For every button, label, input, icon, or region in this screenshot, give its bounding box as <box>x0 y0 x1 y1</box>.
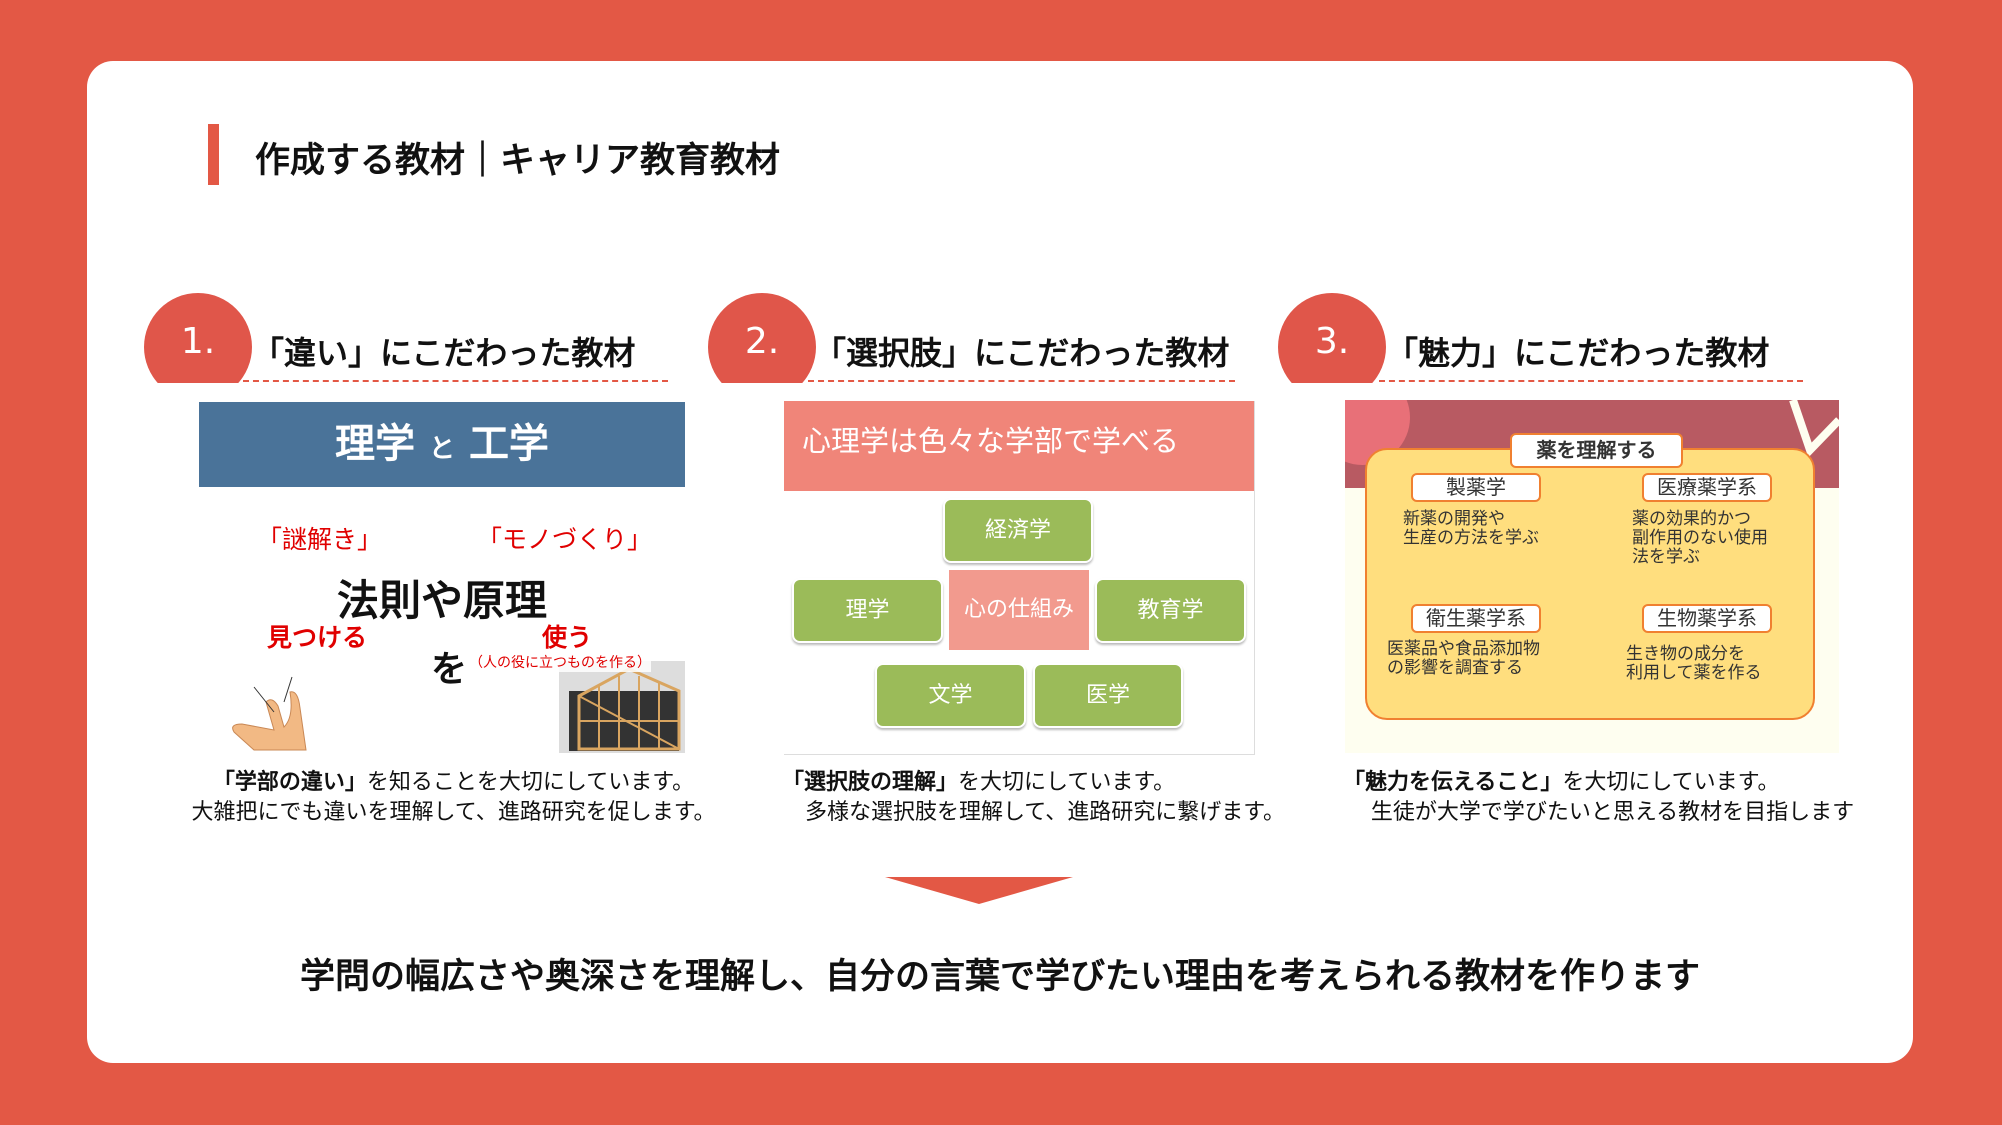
note: （人の役に立つものを作る） <box>469 654 651 672</box>
banner-and: と <box>428 434 455 464</box>
label-pharmaceutics: 製薬学 <box>1411 473 1541 502</box>
banner-engineering: 工学 <box>468 421 549 467</box>
caption-line2: 多様な選択肢を理解して、進路研究に繋げます。 <box>804 800 1286 825</box>
section-1-number-badge: 1. <box>144 293 252 383</box>
psychology-faculties-image: 心理学は色々な学部で学べる 経済学 理学 心の仕組み 教育学 文学 医学 <box>784 401 1255 755</box>
faculty-medicine: 医学 <box>1033 663 1183 728</box>
decor-lines <box>1789 400 1839 458</box>
tag-making: 「モノづくり」 <box>477 525 653 554</box>
desc-hygiene: 医薬品や食品添加物 の影響を調査する <box>1387 639 1540 678</box>
divider <box>808 380 1235 382</box>
banner-science: 理学 <box>335 421 416 467</box>
section-3-heading: 「魅力」にこだわった教材 <box>1386 334 1770 372</box>
science-vs-engineering-image: 理学 と 工学 「謎解き」 「モノづくり」 法則や原理 見つける 使う を （人… <box>199 402 685 753</box>
caption-text: を知ることを大切にしています。 <box>366 770 695 795</box>
section-3-caption: 「魅力を伝えること」を大切にしています。 生徒が大学で学びたいと思える教材を目指… <box>1335 768 1890 828</box>
verb-use: 使う <box>542 623 593 652</box>
section-2-number-badge: 2. <box>708 293 816 383</box>
desc-clinical: 薬の効果的かつ 副作用のない使用 法を学ぶ <box>1632 509 1768 567</box>
faculty-economics: 経済学 <box>943 498 1093 563</box>
divider <box>243 380 668 382</box>
section-number: 3. <box>1314 321 1350 362</box>
down-arrow-icon <box>885 877 1073 904</box>
section-number: 2. <box>744 321 780 362</box>
faculty-literature: 文学 <box>875 663 1026 728</box>
desc-biological: 生き物の成分を 利用して薬を作る <box>1626 644 1762 683</box>
section-3-number-badge: 3. <box>1278 293 1386 383</box>
label-biological: 生物薬学系 <box>1642 604 1772 633</box>
pharmacy-image: 薬を理解する 製薬学 医療薬学系 衛生薬学系 生物薬学系 新薬の開発や 生産の方… <box>1345 400 1839 753</box>
title-accent-bar <box>208 124 219 185</box>
section-1-caption: 「学部の違い」を知ることを大切にしています。 大雑把にでも違いを理解して、進路研… <box>150 768 757 828</box>
caption-text: を大切にしています。 <box>958 770 1176 795</box>
divider <box>1379 380 1803 382</box>
faculty-education: 教育学 <box>1095 578 1246 643</box>
label-hygiene: 衛生薬学系 <box>1411 604 1541 633</box>
label-clinical: 医療薬学系 <box>1642 473 1772 502</box>
hand-rule-illustration <box>232 676 307 751</box>
caption-emphasis: 「選択肢の理解」 <box>782 770 959 795</box>
page-title: 作成する教材｜キャリア教育教材 <box>255 141 781 181</box>
center-mind: 心の仕組み <box>949 570 1089 650</box>
section-number: 1. <box>180 321 216 362</box>
section-2-heading: 「選択肢」にこだわった教材 <box>814 334 1230 372</box>
faculty-science: 理学 <box>792 578 943 643</box>
conclusion: 学問の幅広さや奥深さを理解し、自分の言葉で学びたい理由を考えられる教材を作ります <box>299 957 1700 997</box>
caption-emphasis: 「学部の違い」 <box>212 770 367 795</box>
desc-pharmaceutics: 新薬の開発や 生産の方法を学ぶ <box>1403 509 1539 548</box>
caption-emphasis: 「魅力を伝えること」 <box>1343 770 1563 795</box>
caption-text: を大切にしています。 <box>1562 770 1780 795</box>
banner: 心理学は色々な学部で学べる <box>784 401 1254 491</box>
verb-find: 見つける <box>267 623 368 652</box>
caption-line2: 大雑把にでも違いを理解して、進路研究を促します。 <box>191 800 716 825</box>
section-2-caption: 「選択肢の理解」を大切にしています。 多様な選択肢を理解して、進路研究に繋げます… <box>770 768 1320 828</box>
tag-mystery: 「謎解き」 <box>257 525 383 554</box>
banner: 理学 と 工学 <box>199 402 685 487</box>
laws-principles: 法則や原理 <box>337 576 548 625</box>
particle-wo: を <box>431 649 468 690</box>
house-frame-photo <box>559 661 685 753</box>
section-1-heading: 「違い」にこだわった教材 <box>252 334 636 372</box>
box-title: 薬を理解する <box>1510 433 1683 468</box>
caption-line2: 生徒が大学で学びたいと思える教材を目指します <box>1370 800 1855 825</box>
